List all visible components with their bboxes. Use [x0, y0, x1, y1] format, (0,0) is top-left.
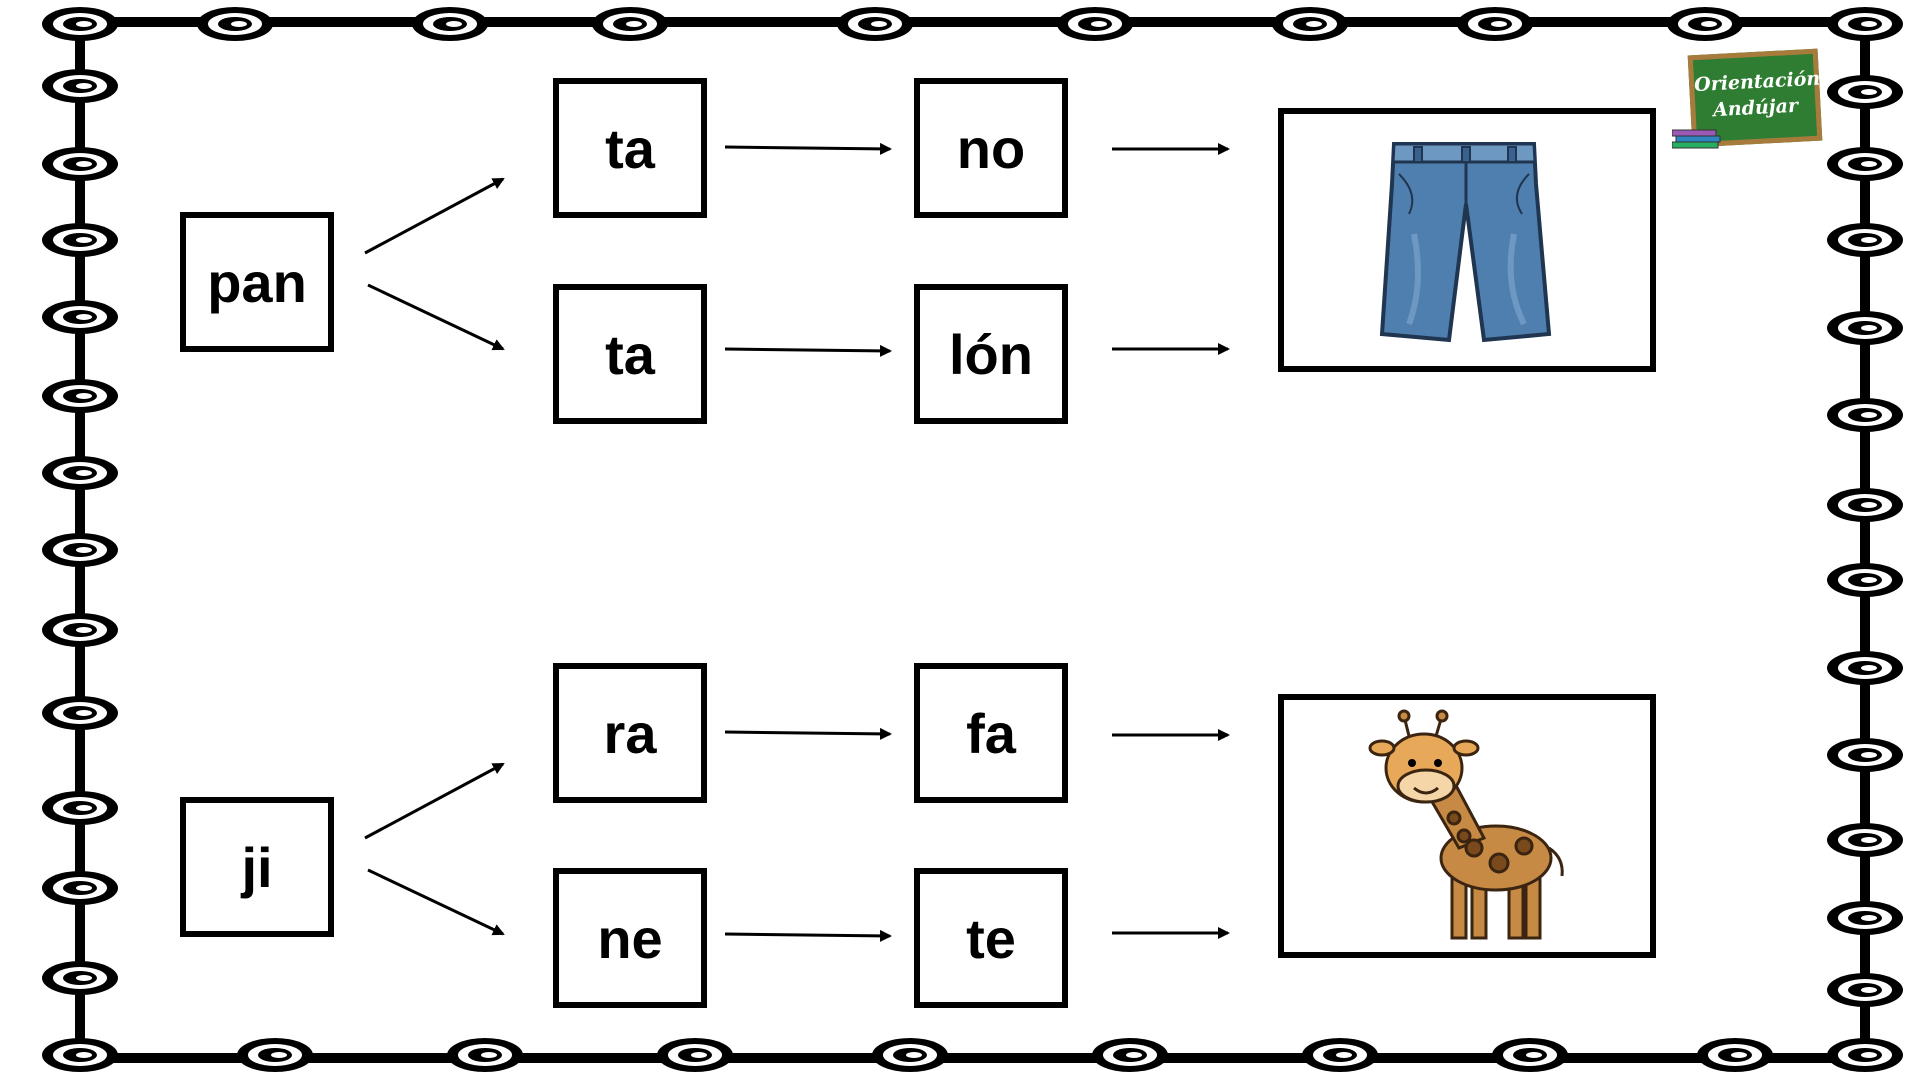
- spiral-ornament: [1827, 223, 1903, 257]
- spiral-ornament: [1827, 563, 1903, 597]
- books-icon: [1672, 129, 1721, 149]
- spiral-ornament: [42, 456, 118, 490]
- spiral-ornament: [42, 696, 118, 730]
- arrow: [367, 868, 505, 936]
- arrow: [364, 177, 505, 255]
- spiral-ornament: [872, 1038, 948, 1072]
- spiral-ornament: [197, 7, 273, 41]
- spiral-ornament: [412, 7, 488, 41]
- root-syllable-box: ji: [180, 797, 334, 937]
- spiral-ornament: [237, 1038, 313, 1072]
- spiral-ornament: [1057, 7, 1133, 41]
- spiral-ornament: [1827, 823, 1903, 857]
- spiral-ornament: [1272, 7, 1348, 41]
- syllable-box: ne: [553, 868, 707, 1008]
- spiral-ornament: [1092, 1038, 1168, 1072]
- spiral-ornament: [42, 7, 118, 41]
- arrow: [724, 344, 892, 357]
- spiral-ornament: [1827, 398, 1903, 432]
- pants-icon: [1379, 142, 1552, 343]
- spiral-ornament: [42, 1038, 118, 1072]
- spiral-ornament: [42, 300, 118, 334]
- spiral-ornament: [1827, 311, 1903, 345]
- spiral-ornament: [1827, 75, 1903, 109]
- spiral-ornament: [1302, 1038, 1378, 1072]
- spiral-ornament: [1827, 488, 1903, 522]
- spiral-ornament: [1457, 7, 1533, 41]
- spiral-ornament: [592, 7, 668, 41]
- arrow: [367, 283, 505, 351]
- logo-line-2: Andújar: [1712, 94, 1799, 122]
- spiral-ornament: [657, 1038, 733, 1072]
- spiral-ornament: [447, 1038, 523, 1072]
- spiral-ornament: [1492, 1038, 1568, 1072]
- syllable-box: ta: [553, 78, 707, 218]
- syllable-box: lón: [914, 284, 1068, 424]
- spiral-ornament: [42, 613, 118, 647]
- syllable-box: te: [914, 868, 1068, 1008]
- arrow: [724, 727, 892, 740]
- spiral-ornament: [42, 961, 118, 995]
- spiral-ornament: [1827, 651, 1903, 685]
- syllable-box: no: [914, 78, 1068, 218]
- arrow: [724, 142, 892, 155]
- syllable-box: fa: [914, 663, 1068, 803]
- spiral-ornament: [42, 533, 118, 567]
- spiral-ornament: [42, 871, 118, 905]
- arrow: [364, 762, 505, 840]
- picture-frame: [1278, 694, 1656, 958]
- spiral-ornament: [1827, 973, 1903, 1007]
- spiral-ornament: [1827, 901, 1903, 935]
- spiral-ornament: [1827, 7, 1903, 41]
- spiral-ornament: [837, 7, 913, 41]
- spiral-ornament: [42, 223, 118, 257]
- spiral-ornament: [1667, 7, 1743, 41]
- spiral-ornament: [1827, 147, 1903, 181]
- spiral-ornament: [1697, 1038, 1773, 1072]
- spiral-ornament: [1827, 1038, 1903, 1072]
- spiral-ornament: [42, 69, 118, 103]
- syllable-box: ta: [553, 284, 707, 424]
- spiral-ornament: [1827, 738, 1903, 772]
- arrow: [724, 929, 892, 942]
- spiral-ornament: [42, 379, 118, 413]
- root-syllable-box: pan: [180, 212, 334, 352]
- picture-frame: [1278, 108, 1656, 372]
- giraffe-icon: [1368, 709, 1564, 940]
- spiral-ornament: [42, 147, 118, 181]
- spiral-ornament: [42, 791, 118, 825]
- syllable-box: ra: [553, 663, 707, 803]
